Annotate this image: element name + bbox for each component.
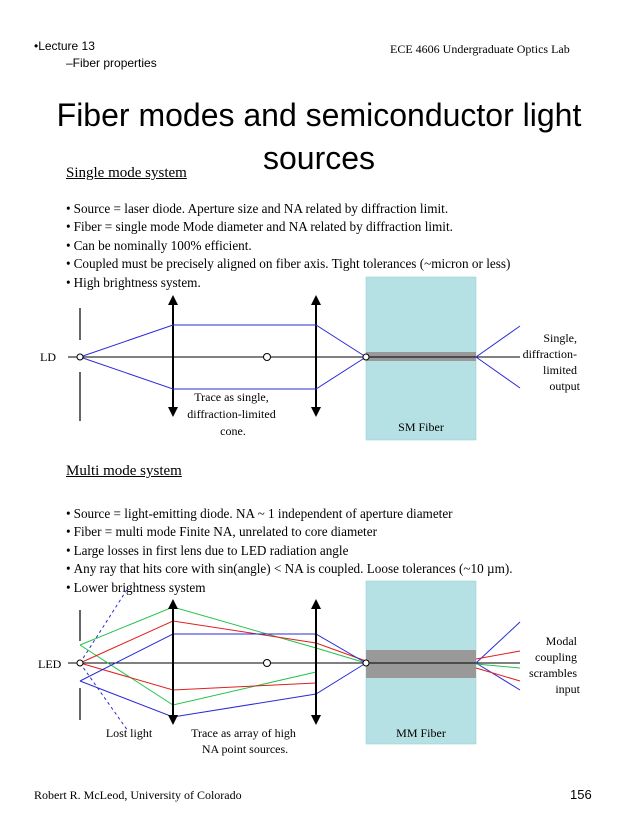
sm-output-ray — [475, 325, 521, 358]
mm-fiber-label: MM Fiber — [396, 726, 446, 740]
mm-output-ray — [475, 621, 521, 664]
mm-lost-light-label: Lost light — [106, 726, 153, 740]
multi-mode-heading: Multi mode system — [66, 463, 182, 479]
bullet-item: Fiber = single mode Mode diameter and NA… — [66, 218, 510, 236]
bullet-item: Any ray that hits core with sin(angle) <… — [66, 560, 513, 578]
sm-trace-label: Trace as single, diffraction-limited con… — [187, 390, 278, 438]
sm-source-point — [76, 353, 84, 361]
sm-ray-lower — [79, 356, 367, 390]
mm-fiber-input-point — [362, 659, 370, 667]
mm-output-ray — [475, 650, 521, 660]
mm-ray-red — [79, 662, 317, 691]
sm-source-label: LD — [40, 350, 56, 364]
mm-output-ray — [475, 663, 521, 669]
mm-ray-red — [79, 620, 367, 664]
sm-fiber-label: SM Fiber — [398, 420, 444, 434]
multi-mode-bullets: Source = light-emitting diode. NA ~ 1 in… — [66, 505, 513, 597]
single-mode-heading: Single mode system — [66, 165, 187, 181]
sm-focal-point — [263, 353, 271, 361]
sm-output-ray — [475, 356, 521, 389]
mm-ray-blue — [79, 633, 367, 682]
mm-ray-green — [79, 644, 317, 706]
sm-fiber-input-point — [362, 353, 370, 361]
mm-fiber-core — [366, 650, 476, 678]
bullet-item: Coupled must be precisely aligned on fib… — [66, 255, 511, 273]
sm-output-label: Single, diffraction- limited output — [523, 331, 581, 393]
mm-ray-green — [79, 606, 367, 664]
bullet-item: High brightness system. — [66, 274, 510, 292]
mm-trace-label: Trace as array of high NA point sources. — [191, 726, 299, 756]
mm-output-ray — [475, 662, 521, 691]
single-mode-bullets: Source = laser diode. Aperture size and … — [66, 200, 511, 292]
mm-output-label: Modal coupling scrambles input — [529, 634, 581, 696]
bullet-item: Large losses in first lens due to LED ra… — [66, 542, 513, 560]
footer-author: Robert R. McLeod, University of Colorado — [34, 788, 242, 802]
bullet-item: Source = laser diode. Aperture size and … — [66, 200, 510, 218]
lecture-label: •Lecture 13 — [34, 39, 95, 53]
mm-source-label: LED — [38, 657, 62, 671]
mm-source-point — [76, 659, 84, 667]
sm-ray-upper — [79, 324, 367, 358]
page-number: 156 — [570, 787, 592, 802]
mm-output-ray — [475, 667, 521, 682]
slide-title: Fiber modes and semiconductor light sour… — [56, 97, 582, 176]
bullet-item: Source = light-emitting diode. NA ~ 1 in… — [66, 505, 513, 523]
bullet-item: Can be nominally 100% efficient. — [66, 237, 510, 255]
bullet-item: Fiber = multi mode Finite NA, unrelated … — [66, 523, 513, 541]
course-label: ECE 4606 Undergraduate Optics Lab — [390, 42, 570, 56]
bullet-item: Lower brightness system — [66, 579, 513, 597]
mm-focal-point — [263, 659, 271, 667]
lecture-subtitle: –Fiber properties — [66, 56, 157, 70]
mm-lost-light-ray — [79, 662, 129, 732]
mm-ray-blue — [79, 662, 367, 718]
